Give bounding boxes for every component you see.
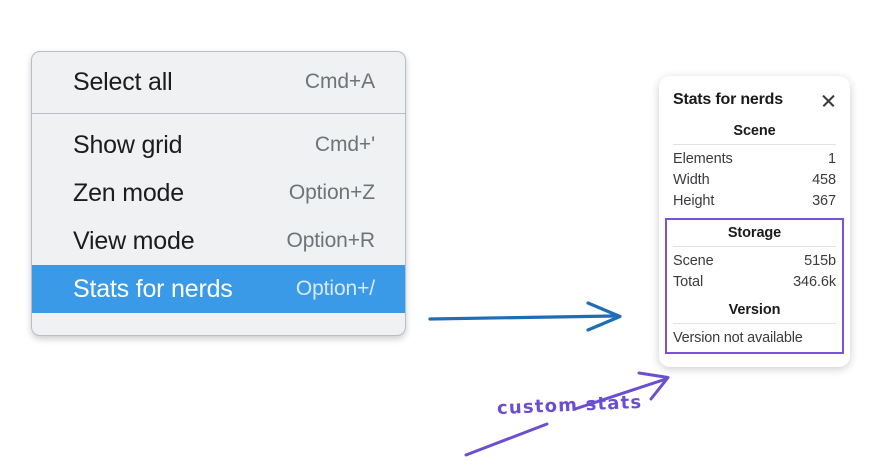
- callout-underline-stroke: [464, 422, 549, 457]
- menu-item-select-all[interactable]: Select all Cmd+A: [32, 58, 405, 106]
- menu-item-show-grid[interactable]: Show grid Cmd+': [32, 121, 405, 169]
- version-value: Version not available: [673, 330, 803, 346]
- stats-for-nerds-panel: Stats for nerds Scene Elements 1 Width 4…: [659, 76, 850, 367]
- stat-value: 515b: [804, 252, 836, 269]
- stat-key: Scene: [673, 252, 714, 269]
- storage-section-heading: Storage: [727, 225, 782, 241]
- stat-key: Width: [673, 171, 710, 188]
- menu-item-shortcut: Option+Z: [288, 181, 375, 204]
- scene-section-divider: [673, 144, 836, 145]
- menu-item-label: Stats for nerds: [73, 274, 233, 303]
- menu-item-zen-mode[interactable]: Zen mode Option+Z: [32, 169, 405, 217]
- stat-row-storage-scene: Scene 515b: [673, 250, 836, 271]
- stat-value: 367: [812, 192, 836, 209]
- callout-label: custom stats: [496, 391, 643, 420]
- stat-key: Total: [673, 273, 704, 290]
- stat-row-height: Height 367: [673, 190, 836, 211]
- stats-panel-title: Stats for nerds: [673, 91, 783, 108]
- stats-panel-body: Scene Elements 1 Width 458 Height 367 St…: [659, 113, 850, 354]
- stat-row-storage-total: Total 346.6k: [673, 271, 836, 292]
- menu-item-shortcut: Cmd+A: [304, 70, 375, 93]
- flow-arrow-icon: [428, 301, 622, 332]
- stat-key: Height: [673, 192, 715, 209]
- menu-item-label: Select all: [73, 67, 173, 96]
- stat-value: 1: [828, 150, 836, 167]
- custom-stats-highlight-region: Storage Scene 515b Total 346.6k Version …: [665, 218, 844, 354]
- stat-key: Elements: [673, 150, 733, 167]
- stat-row-width: Width 458: [673, 169, 836, 190]
- menu-item-stats-for-nerds[interactable]: Stats for nerds Option+/: [32, 265, 405, 313]
- stats-panel-header: Stats for nerds: [659, 87, 850, 113]
- version-section-divider: [673, 323, 836, 324]
- menu-group-view: Show grid Cmd+' Zen mode Option+Z View m…: [32, 113, 405, 313]
- menu-item-label: View mode: [73, 226, 195, 255]
- stat-value: 346.6k: [793, 273, 836, 290]
- stat-row-elements: Elements 1: [673, 148, 836, 169]
- menu-item-shortcut: Option+/: [295, 277, 375, 300]
- version-section-heading: Version: [728, 302, 781, 318]
- menu-item-view-mode[interactable]: View mode Option+R: [32, 217, 405, 265]
- stat-value: 458: [812, 171, 836, 188]
- scene-section-heading: Scene: [733, 123, 776, 139]
- menu-item-label: Show grid: [73, 130, 183, 159]
- storage-section-divider: [673, 246, 836, 247]
- menu-item-label: Zen mode: [73, 178, 184, 207]
- menu-item-shortcut: Cmd+': [314, 133, 375, 156]
- menu-item-shortcut: Option+R: [286, 229, 375, 252]
- close-icon[interactable]: [820, 92, 837, 109]
- context-menu: Select all Cmd+A Show grid Cmd+' Zen mod…: [31, 51, 406, 336]
- menu-group-primary: Select all Cmd+A: [32, 58, 405, 113]
